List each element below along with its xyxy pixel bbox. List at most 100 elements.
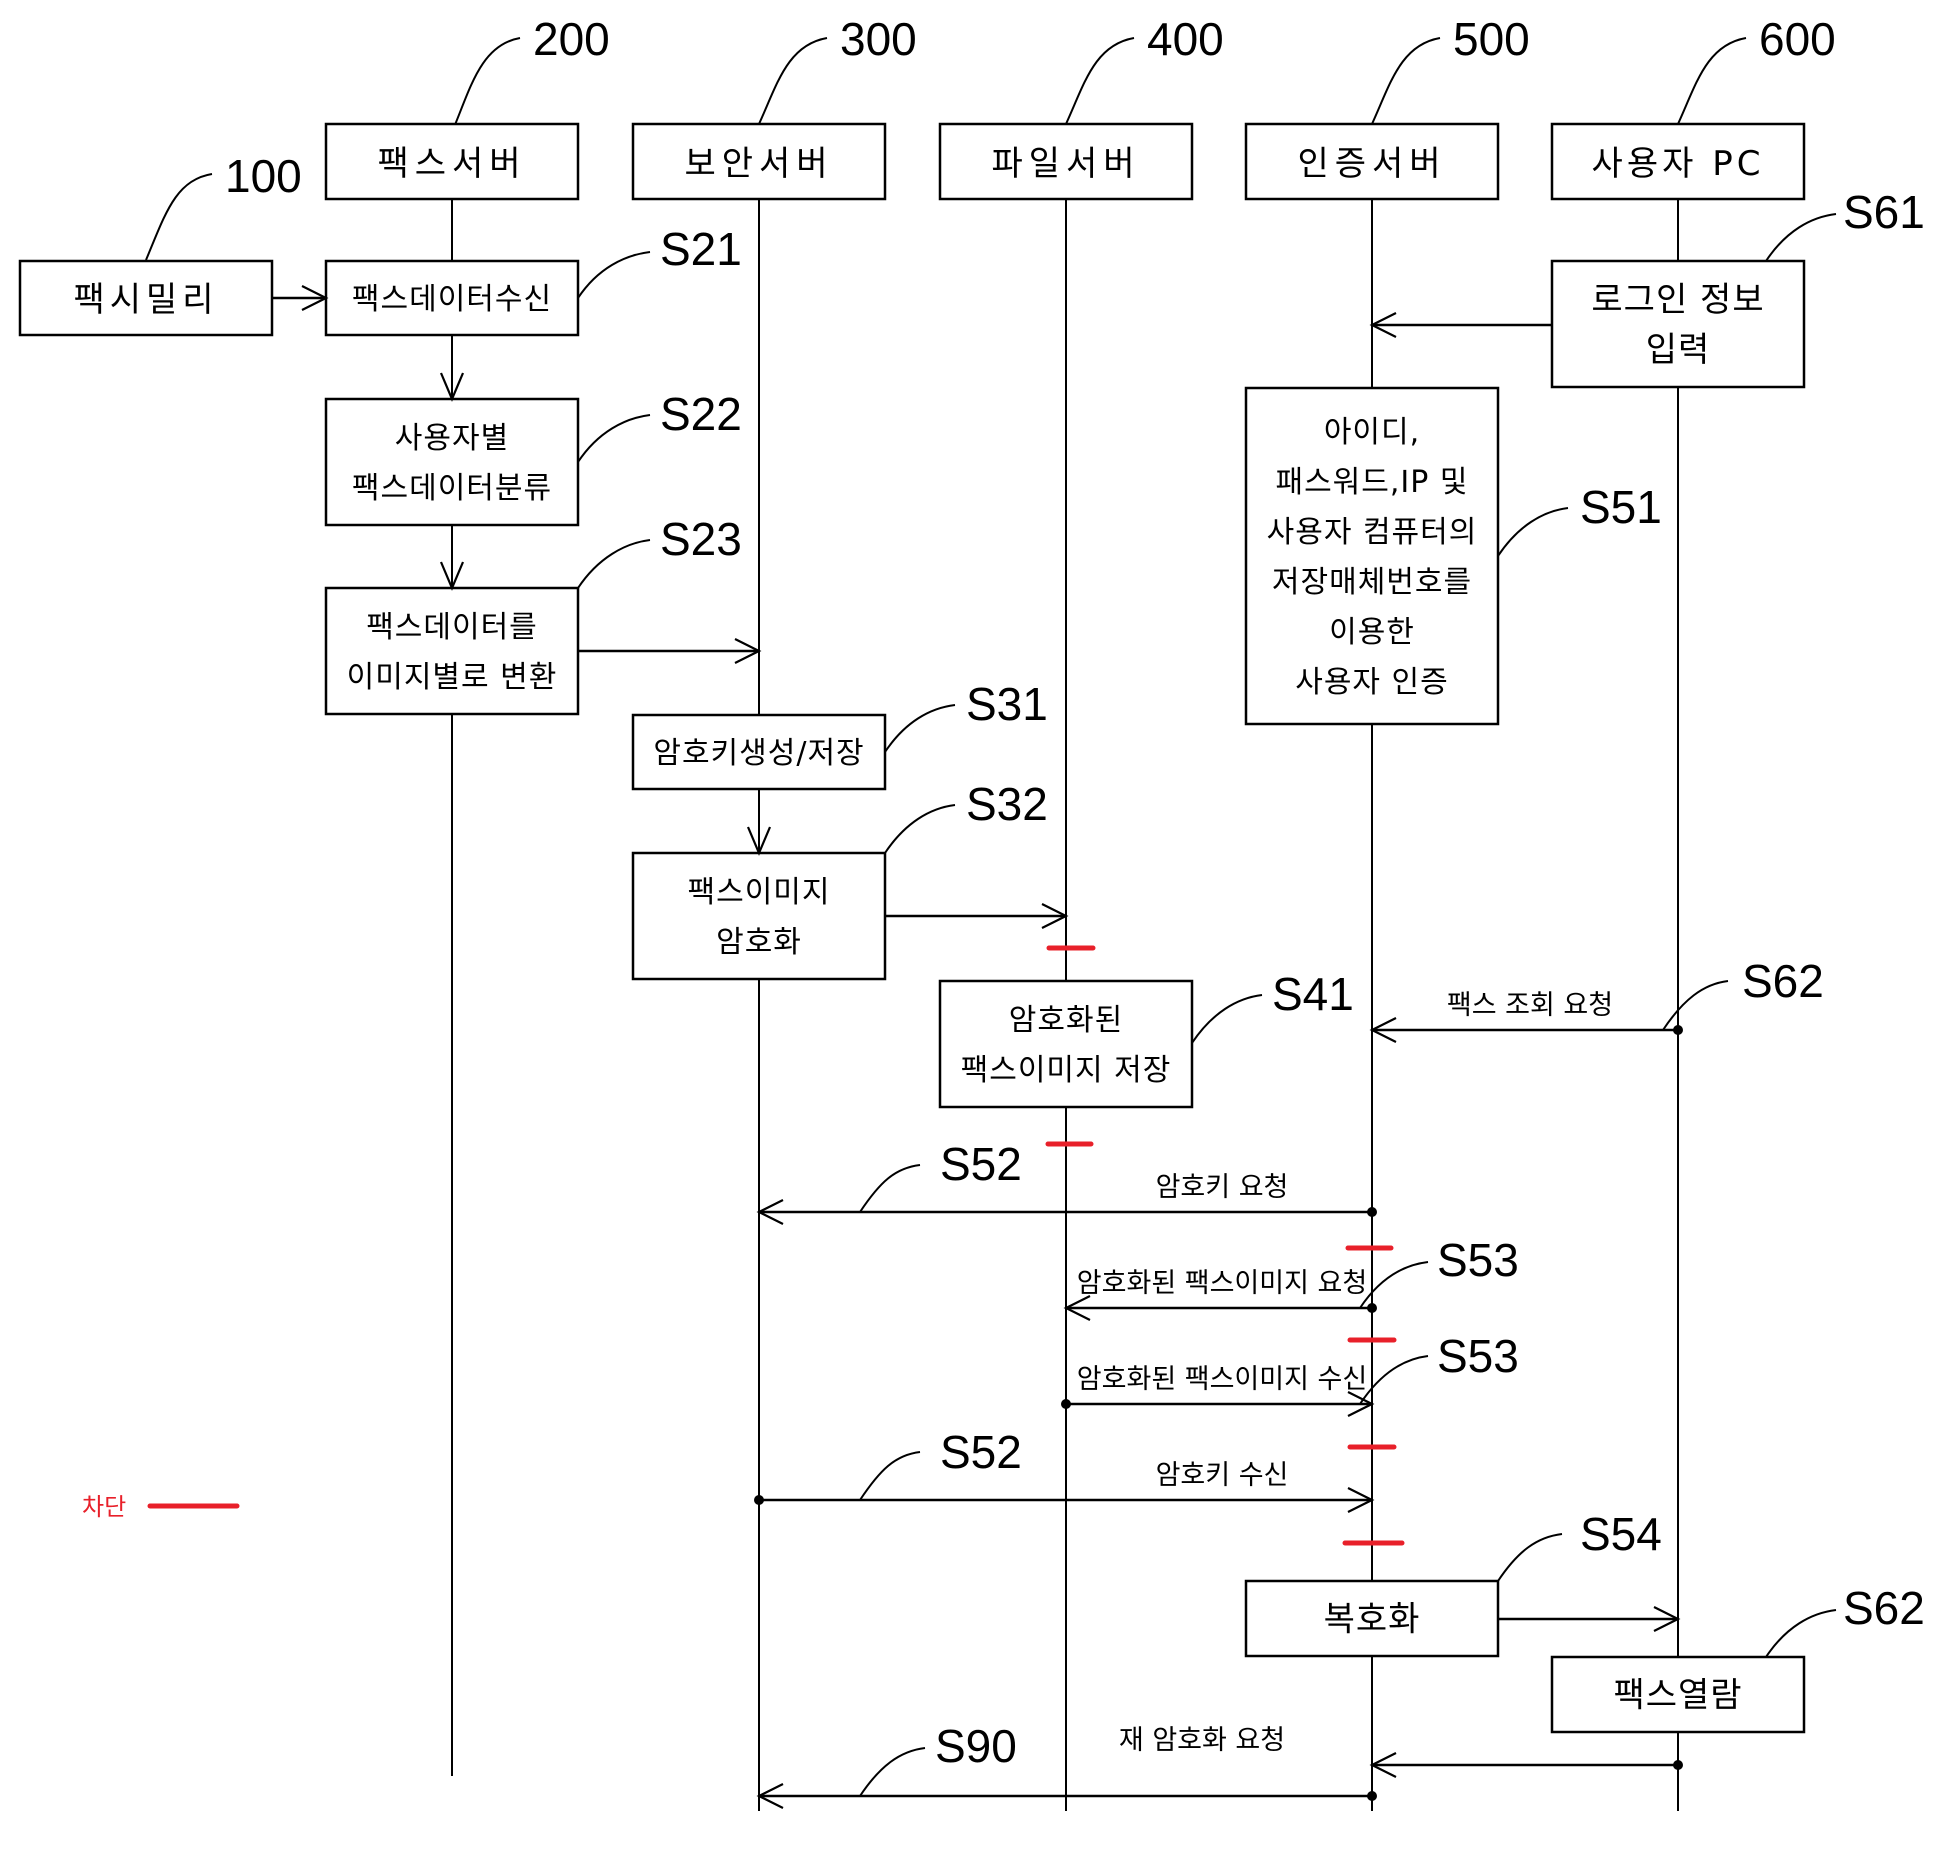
step-s62-view-line: 팩스열람 xyxy=(1613,1676,1742,1716)
msg-encrypted-image-receive-origin-dot xyxy=(1061,1399,1071,1409)
step-s41-box xyxy=(938,979,1194,1109)
step-s31-line: 암호키생성/저장 xyxy=(653,736,864,771)
label-security-server: 보안서버 xyxy=(684,144,833,184)
leader-300 xyxy=(758,37,828,125)
ref-s61: S61 xyxy=(1843,186,1925,238)
step-s51-line: 사용자 컴퓨터의 xyxy=(1267,515,1478,550)
ref-s62: S62 xyxy=(1742,955,1824,1007)
leader-200 xyxy=(451,37,521,133)
legend: 차단 xyxy=(82,1493,240,1521)
participant-security-server: 300 보안서버 xyxy=(631,13,917,201)
ref-600: 600 xyxy=(1759,13,1836,65)
step-s54-box xyxy=(1244,1579,1500,1658)
arrowhead-facsimile-to-s21 xyxy=(301,285,329,311)
leader-s41 xyxy=(1191,994,1263,1044)
leader-s23 xyxy=(577,539,651,589)
box-auth-server xyxy=(1244,122,1500,201)
ref-s23: S23 xyxy=(660,513,742,565)
msg-key-request-origin-dot xyxy=(1367,1207,1377,1217)
msg-key-receive-arrowhead xyxy=(1347,1487,1375,1513)
label-file-server: 파일서버 xyxy=(991,144,1140,184)
step-s51-line: 저장매체번호를 xyxy=(1272,565,1472,600)
leader-s53a xyxy=(1359,1261,1429,1309)
arrowhead-s23-to-300 xyxy=(734,638,762,664)
label-user-pc: 사용자 PC xyxy=(1592,144,1765,184)
ref-200: 200 xyxy=(533,13,610,65)
step-s54: 복호화 xyxy=(1244,1579,1500,1658)
participant-file-server: 400 파일서버 xyxy=(938,13,1224,201)
ref-s90: S90 xyxy=(935,1720,1017,1772)
step-s51-line: 패스워드,IP 및 xyxy=(1275,465,1468,500)
msg-encrypted-image-request-arrowhead xyxy=(1063,1295,1091,1321)
leader-s62-view xyxy=(1765,1609,1837,1658)
leader-s31 xyxy=(884,704,956,753)
msg-reencrypt-request-origin-dot xyxy=(1673,1760,1683,1770)
ref-300: 300 xyxy=(840,13,917,65)
step-s23-line: 팩스데이터를 xyxy=(366,610,538,645)
msg-key-receive-label: 암호키 수신 xyxy=(1156,1460,1289,1491)
leader-s62 xyxy=(1662,980,1729,1031)
arrowhead-s54-to-600 xyxy=(1653,1606,1681,1632)
arrowhead-s61-to-500 xyxy=(1369,312,1397,338)
leader-100 xyxy=(145,173,213,261)
ref-s51: S51 xyxy=(1580,481,1662,533)
msg-encrypted-image-request-label: 암호화된 팩스이미지 요청 xyxy=(1077,1268,1367,1299)
msg-s90-origin-dot xyxy=(1367,1791,1377,1801)
msg-reencrypt-request-arrowhead xyxy=(1369,1752,1397,1778)
step-s51-line: 아이디, xyxy=(1324,415,1420,450)
participant-auth-server: 500 인증서버 xyxy=(1244,13,1530,201)
arrowhead-s31-to-s32 xyxy=(746,826,772,856)
leader-s54 xyxy=(1497,1533,1563,1582)
step-s61-line: 입력 xyxy=(1646,330,1711,370)
box-file-server xyxy=(938,122,1194,201)
leader-s52a xyxy=(859,1164,921,1213)
step-s54-line: 복호화 xyxy=(1324,1600,1421,1640)
leader-600 xyxy=(1677,37,1747,125)
ref-400: 400 xyxy=(1147,13,1224,65)
step-s62-view-box xyxy=(1550,1655,1806,1734)
leader-s51 xyxy=(1497,507,1569,557)
step-s32-line: 팩스이미지 xyxy=(688,875,831,910)
msg-s90-arrowhead xyxy=(756,1783,784,1809)
leader-s90 xyxy=(859,1747,926,1797)
msg-encrypted-image-receive-label: 암호화된 팩스이미지 수신 xyxy=(1077,1364,1367,1395)
step-s21: 팩스데이터수신 xyxy=(324,259,580,337)
ref-100: 100 xyxy=(225,150,302,202)
ref-s62-view: S62 xyxy=(1843,1582,1925,1634)
ref-s54: S54 xyxy=(1580,1508,1662,1560)
step-s31: 암호키생성/저장 xyxy=(631,713,887,791)
msg-fax-query-request-label: 팩스 조회 요청 xyxy=(1447,990,1613,1021)
step-s21-box xyxy=(324,259,580,337)
step-s61-line: 로그인 정보 xyxy=(1591,280,1764,320)
ref-s31: S31 xyxy=(966,678,1048,730)
box-security-server xyxy=(631,122,887,201)
step-s51-line: 이용한 xyxy=(1329,615,1415,650)
leader-s52b xyxy=(859,1451,921,1501)
step-s51-box xyxy=(1244,386,1500,726)
msg-encrypted-image-receive-arrowhead xyxy=(1347,1391,1375,1417)
msg-key-request-arrowhead xyxy=(756,1199,784,1225)
participant-fax-server: 200 팩스서버 xyxy=(324,13,610,201)
step-s23-box xyxy=(324,586,580,716)
msg-fax-query-request-origin-dot xyxy=(1673,1025,1683,1035)
step-s32-line: 암호화 xyxy=(716,925,802,960)
step-s22-line: 팩스데이터분류 xyxy=(352,471,552,506)
leader-s61 xyxy=(1765,213,1837,262)
arrowhead-s22-to-s23 xyxy=(439,561,465,591)
step-s51-line: 사용자 인증 xyxy=(1295,665,1449,700)
ref-s52a: S52 xyxy=(940,1138,1022,1190)
leader-500 xyxy=(1371,37,1441,125)
leader-s53b xyxy=(1359,1355,1429,1405)
label-fax-server: 팩스서버 xyxy=(377,144,526,184)
label-auth-server: 인증서버 xyxy=(1297,144,1446,184)
step-s32-box xyxy=(631,851,887,981)
box-fax-server xyxy=(324,122,580,201)
ref-s32: S32 xyxy=(966,778,1048,830)
msg-key-request-label: 암호키 요청 xyxy=(1156,1172,1289,1203)
